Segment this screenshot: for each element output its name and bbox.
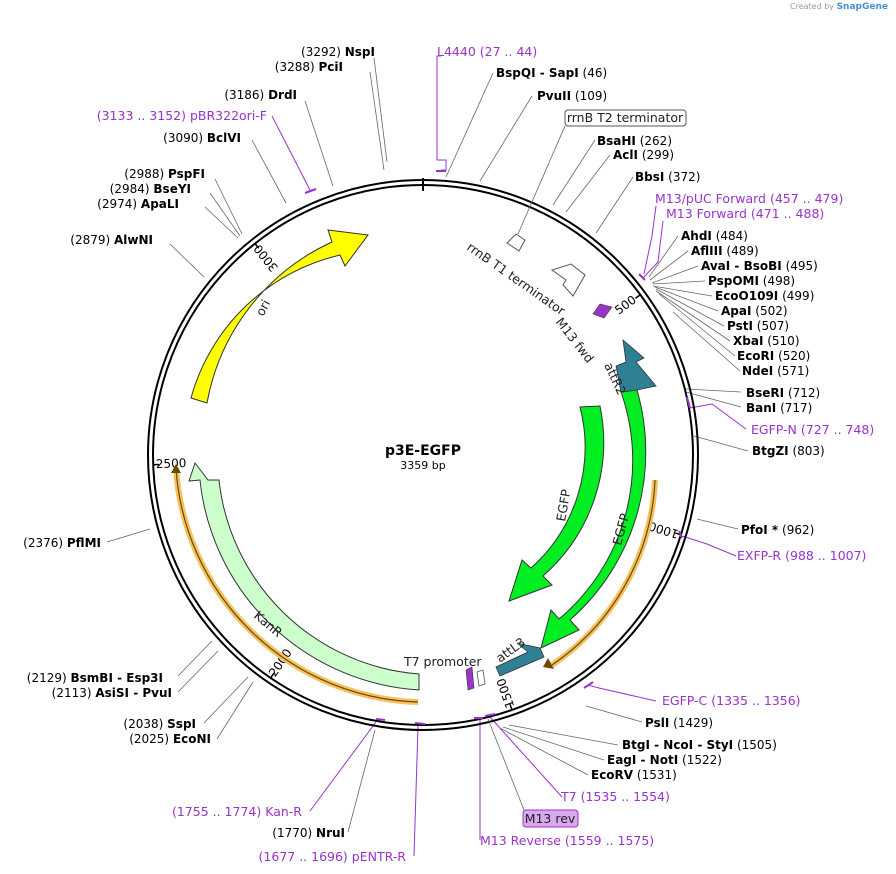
- snapgene-watermark: Created by SnapGene: [790, 2, 888, 12]
- primer-pbr322ori-f: (3133 .. 3152) pBR322ori-F: [97, 108, 267, 123]
- primer-m13-forward: M13 Forward (471 .. 488): [666, 206, 824, 221]
- primer-l4440: L4440 (27 .. 44): [437, 44, 537, 59]
- enzyme-econi: (2025) EcoNI: [129, 732, 211, 746]
- enzyme-asisi-pvui: (2113) AsiSI - PvuI: [52, 686, 172, 700]
- egfp-inner-label: EGFP: [553, 488, 573, 523]
- enzyme-bani: BanI (717): [746, 401, 812, 415]
- attl3-arrow: [495, 642, 545, 677]
- enzyme-ecorv: EcoRV (1531): [591, 768, 677, 782]
- features: [171, 229, 658, 705]
- watermark-prefix: Created by: [790, 2, 835, 11]
- enzyme-pvuii: PvuII (109): [537, 89, 607, 103]
- egfp-outer-arrow: [540, 389, 647, 649]
- plasmid-name: p3E-EGFP: [385, 443, 461, 459]
- primer-t7: T7 (1535 .. 1554): [560, 789, 670, 804]
- egfp-inner-arrow: [508, 405, 605, 602]
- tick-mark-1500: [509, 704, 513, 711]
- ori-label: ori: [252, 297, 273, 318]
- enzyme-bclvi: (3090) BclVI: [163, 131, 241, 145]
- enzyme-pcii: (3288) PciI: [275, 60, 343, 74]
- enzyme-labels: (3292) NspI (3288) PciI (3186) DrdI (309…: [23, 45, 825, 840]
- enzyme-pspfi: (2988) PspFI: [124, 167, 205, 181]
- rrnb-t1-arrow: [550, 263, 586, 297]
- plasmid-size: 3359 bp: [400, 459, 445, 472]
- enzyme-nspi: (3292) NspI: [301, 45, 375, 59]
- enzyme-avai-bsobi: AvaI - BsoBI (495): [701, 259, 818, 273]
- tick-label-2500: 2500: [156, 456, 187, 471]
- enzyme-sspi: (2038) SspI: [123, 717, 196, 731]
- enzyme-nrui: (1770) NruI: [272, 826, 345, 840]
- enzyme-btgzi: BtgZI (803): [752, 444, 825, 458]
- m13-fwd-label: M13 fwd: [553, 315, 597, 366]
- leader-lines: [106, 57, 749, 833]
- enzyme-ndei: NdeI (571): [742, 364, 809, 378]
- rrnb-t2-box: rrnB T2 terminator: [564, 109, 687, 127]
- enzyme-pfoi: PfoI * (962): [741, 523, 814, 537]
- enzyme-bsmbi-esp3i: (2129) BsmBI - Esp3I: [27, 671, 163, 685]
- enzyme-apali: (2974) ApaLI: [97, 197, 179, 211]
- tick-mark-3000: [254, 243, 260, 249]
- enzyme-drdi: (3186) DrdI: [224, 88, 297, 102]
- enzyme-btgi-ncoi-styi: BtgI - NcoI - StyI (1505): [622, 738, 777, 752]
- enzyme-acli: AclI (299): [613, 148, 674, 162]
- primer-marks: [304, 170, 691, 725]
- enzyme-afliii: AflIII (489): [691, 244, 759, 258]
- m13-fwd-arrow: [592, 303, 613, 319]
- t7-promoter-arrow: [465, 666, 475, 691]
- t7-promoter-outline: [476, 669, 486, 687]
- primer-kan-r: (1755 .. 1774) Kan-R: [172, 804, 302, 819]
- rrnb-t2-arrow: [506, 233, 526, 252]
- enzyme-ahdi: AhdI (484): [681, 229, 748, 243]
- backbone: [147, 178, 699, 731]
- primer-exfp-r: EXFP-R (988 .. 1007): [737, 548, 866, 563]
- rrnb-t1-label: rrnB T1 terminator: [464, 239, 569, 318]
- enzyme-bbsi: BbsI (372): [635, 170, 700, 184]
- primer-m13-puc-forward: M13/pUC Forward (457 .. 479): [655, 191, 843, 206]
- primer-pentr-r: (1677 .. 1696) pENTR-R: [259, 849, 407, 864]
- primer-egfp-c: EGFP-C (1335 .. 1356): [662, 693, 801, 708]
- snapgene-logo: SnapGene: [836, 2, 888, 12]
- kanr-arrow: [188, 461, 420, 691]
- tick-mark-2000: [270, 672, 275, 679]
- enzyme-alwni: (2879) AlwNI: [70, 233, 153, 247]
- primer-m13-reverse: M13 Reverse (1559 .. 1575): [480, 833, 654, 848]
- enzyme-psti: PstI (507): [727, 319, 789, 333]
- tick-label-3000: 3000: [251, 242, 281, 275]
- enzyme-apai: ApaI (502): [721, 304, 788, 318]
- m13-rev-box: M13 rev: [522, 809, 579, 828]
- tick-label-500: 500: [612, 293, 639, 318]
- tick-label-1500: 1500: [494, 676, 517, 709]
- ori-arrow: [190, 229, 369, 404]
- enzyme-pflmi: (2376) PflMI: [23, 536, 101, 550]
- enzyme-psli: PslI (1429): [645, 716, 713, 730]
- rrnb-t2-label: rrnB T2 terminator: [567, 110, 684, 125]
- enzyme-bseri: BseRI (712): [746, 386, 820, 400]
- enzyme-eagi-noti: EagI - NotI (1522): [607, 753, 722, 767]
- m13-rev-label: M13 rev: [525, 811, 576, 826]
- enzyme-ecori: EcoRI (520): [737, 349, 810, 363]
- enzyme-bsahi: BsaHI (262): [597, 134, 672, 148]
- attr2-arrow: [615, 339, 657, 393]
- enzyme-xbai: XbaI (510): [733, 334, 800, 348]
- primer-labels: L4440 (27 .. 44) (3133 .. 3152) pBR322or…: [97, 44, 875, 864]
- enzyme-pspomi: PspOMI (498): [708, 274, 795, 288]
- enzyme-ecoo109i: EcoO109I (499): [715, 289, 814, 303]
- enzyme-bspqi-sapi: BspQI - SapI (46): [496, 66, 607, 80]
- enzyme-bseyi: (2984) BseYI: [110, 182, 191, 196]
- t7-promoter-label: T7 promoter: [403, 654, 482, 669]
- primer-egfp-n: EGFP-N (727 .. 748): [751, 422, 874, 437]
- tick-mark-500: [635, 294, 641, 299]
